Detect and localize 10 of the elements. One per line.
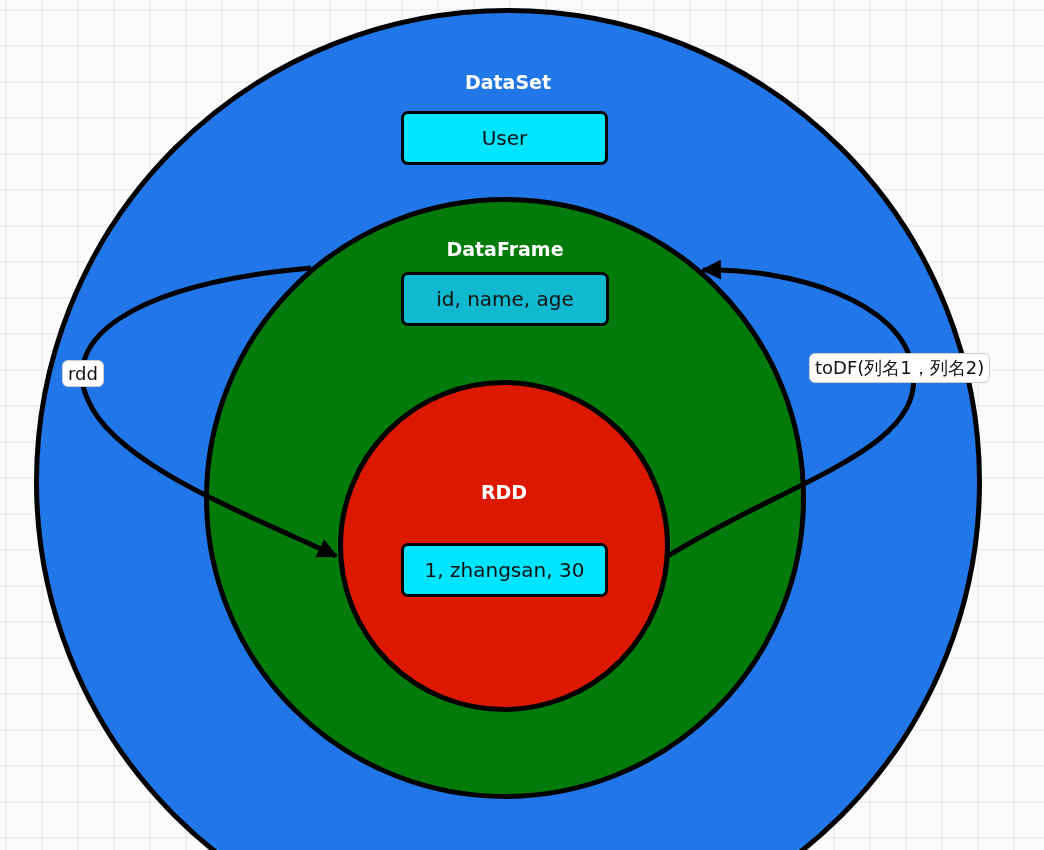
circle-title: RDD	[480, 481, 528, 503]
circle-title: DataFrame	[446, 238, 564, 260]
arrow	[666, 260, 916, 559]
schema-box: id, name, age	[401, 272, 609, 326]
arrow	[79, 265, 338, 559]
edge-label: rdd	[62, 360, 104, 387]
record-box: 1, zhangsan, 30	[401, 543, 608, 597]
circle-title: DataSet	[464, 71, 552, 93]
edge-label: toDF(列名1，列名2)	[809, 353, 991, 383]
class-box: User	[401, 111, 608, 165]
